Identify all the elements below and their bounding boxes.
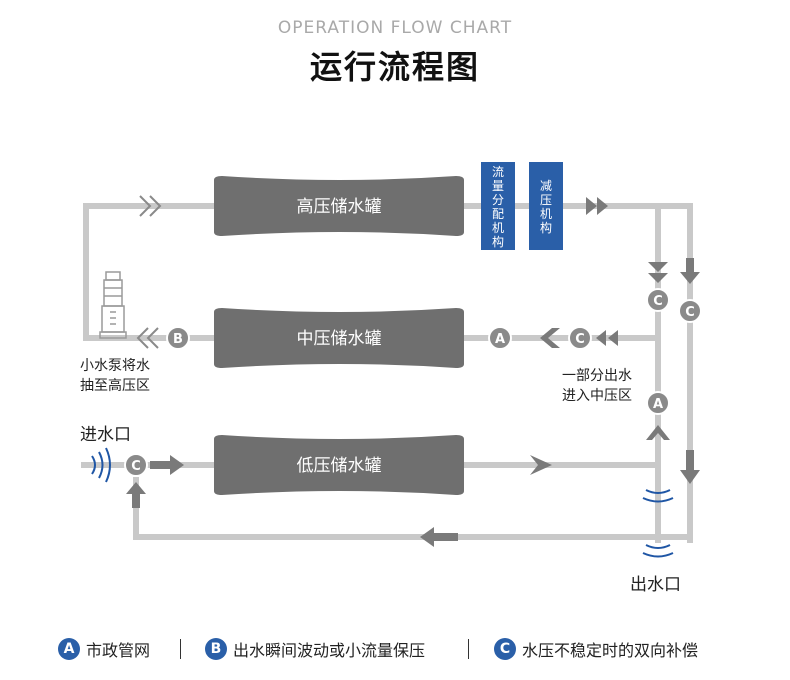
arrow-bottom-up — [126, 482, 146, 508]
flow-box-char: 机 — [492, 221, 504, 235]
marker-a-inner: A — [646, 391, 670, 415]
marker-c-label: C — [131, 459, 141, 474]
flow-distribution-box: 流 量 分 配 机 构 — [481, 162, 515, 250]
legend-separator — [468, 639, 469, 659]
marker-a-label: A — [495, 332, 505, 347]
legend-item-c: C 水压不稳定时的双向补偿 — [494, 637, 698, 661]
marker-c-mid: C — [568, 326, 592, 350]
legend-text-c: 水压不稳定时的双向补偿 — [522, 641, 699, 660]
flow-box-char: 量 — [492, 179, 504, 193]
reduce-box-char: 机 — [540, 207, 552, 221]
outlet-wave-upper-icon — [642, 489, 674, 503]
marker-c-label: C — [653, 294, 663, 309]
title-cn: 运行流程图 — [309, 48, 480, 86]
flow-box-char: 构 — [492, 234, 504, 249]
arrow-outer-down-upper — [680, 258, 700, 284]
arrow-mid-chevron — [540, 328, 560, 348]
marker-c-label: C — [685, 305, 695, 320]
arrow-low-chevron — [530, 455, 552, 475]
arrow-top-right — [586, 197, 608, 215]
outlet-label: 出水口 — [630, 575, 681, 595]
tank-mid-label: 中压储水罐 — [297, 329, 382, 349]
flow-box-char: 分 — [492, 193, 504, 207]
legend-marker-a: A — [58, 638, 80, 660]
legend: A 市政管网 B 出水瞬间波动或小流量保压 C 水压不稳定时的双向补偿 — [0, 637, 790, 663]
inlet-wave-icon — [91, 447, 111, 483]
arrow-top-left-chevrons — [139, 195, 162, 217]
legend-item-a: A 市政管网 — [58, 637, 150, 661]
legend-text-b: 出水瞬间波动或小流量保压 — [233, 641, 426, 660]
reduce-box-char: 减 — [540, 179, 552, 193]
mid-out-note-line1: 一部分出水 — [562, 368, 632, 384]
arrow-bottom-left — [420, 527, 458, 547]
tank-low-label: 低压储水罐 — [297, 456, 382, 476]
arrow-outer-down-lower — [680, 450, 700, 484]
marker-a-label: A — [653, 397, 663, 412]
legend-marker-b: B — [205, 638, 227, 660]
arrow-mid-left-chevrons — [136, 327, 159, 349]
reduce-box-char: 压 — [540, 193, 552, 207]
arrow-inner-down — [648, 262, 668, 283]
marker-c-outer: C — [678, 299, 702, 323]
pump-icon — [99, 271, 127, 339]
marker-c-inner-top: C — [646, 288, 670, 312]
legend-separator — [180, 639, 181, 659]
flow-diagram: 高压储水罐 中压储水罐 低压储水罐 流 量 分 配 机 构 减 压 机 构 — [80, 162, 702, 595]
arrow-inner-up — [646, 425, 670, 440]
tank-high: 高压储水罐 — [214, 176, 464, 236]
marker-c-label: C — [575, 332, 585, 347]
pressure-reduce-box: 减 压 机 构 — [529, 162, 563, 250]
flow-box-char: 流 — [492, 165, 504, 179]
pump-note-line1: 小水泵将水 — [80, 358, 150, 374]
inlet-label: 进水口 — [80, 425, 131, 445]
tank-mid: 中压储水罐 — [214, 308, 464, 368]
tank-high-label: 高压储水罐 — [297, 197, 382, 217]
marker-c-inlet: C — [124, 453, 148, 477]
legend-marker-c: C — [494, 638, 516, 660]
legend-item-b: B 出水瞬间波动或小流量保压 — [205, 637, 425, 661]
outlet-wave-lower-icon — [642, 544, 674, 558]
marker-b-mid: B — [166, 326, 190, 350]
flow-box-char: 配 — [492, 207, 504, 221]
marker-b-label: B — [173, 332, 183, 347]
arrow-low-inlet — [150, 455, 184, 475]
marker-a-mid: A — [488, 326, 512, 350]
arrow-mid-right-double — [596, 330, 618, 346]
legend-text-a: 市政管网 — [86, 641, 151, 660]
reduce-box-char: 构 — [540, 220, 552, 235]
mid-out-note-line2: 进入中压区 — [562, 388, 632, 404]
title-en: OPERATION FLOW CHART — [277, 18, 513, 38]
tank-low: 低压储水罐 — [214, 435, 464, 495]
pump-note-line2: 抽至高压区 — [80, 377, 150, 394]
